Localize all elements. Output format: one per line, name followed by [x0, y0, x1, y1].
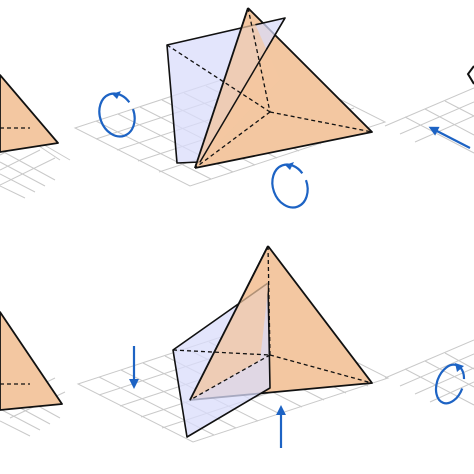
- rotate-arrow-icon: [98, 91, 136, 138]
- panel-bottom-left: [0, 311, 66, 437]
- panel-top-left: [0, 74, 71, 199]
- tetrahedron-top-left: [0, 74, 59, 153]
- grid-bottom-right: [384, 339, 474, 406]
- panel-bottom-center: [76, 245, 390, 448]
- hidden-edges-bottom-center: [172, 245, 373, 401]
- tetrahedron-bottom-left: [0, 311, 63, 411]
- rotate-arrow-icon: [434, 363, 466, 405]
- panel-bottom-right: [384, 339, 474, 406]
- tetrahedron-edge-fragment: [466, 65, 474, 85]
- tetrahedron-front-face-top: [195, 8, 280, 168]
- rotate-arrow-icon: [271, 162, 309, 209]
- diagonal-arrow-icon: [428, 126, 471, 149]
- hidden-edges-top-center: [166, 7, 373, 169]
- panel-top-right: [384, 65, 474, 154]
- panel-top-center: [73, 7, 387, 209]
